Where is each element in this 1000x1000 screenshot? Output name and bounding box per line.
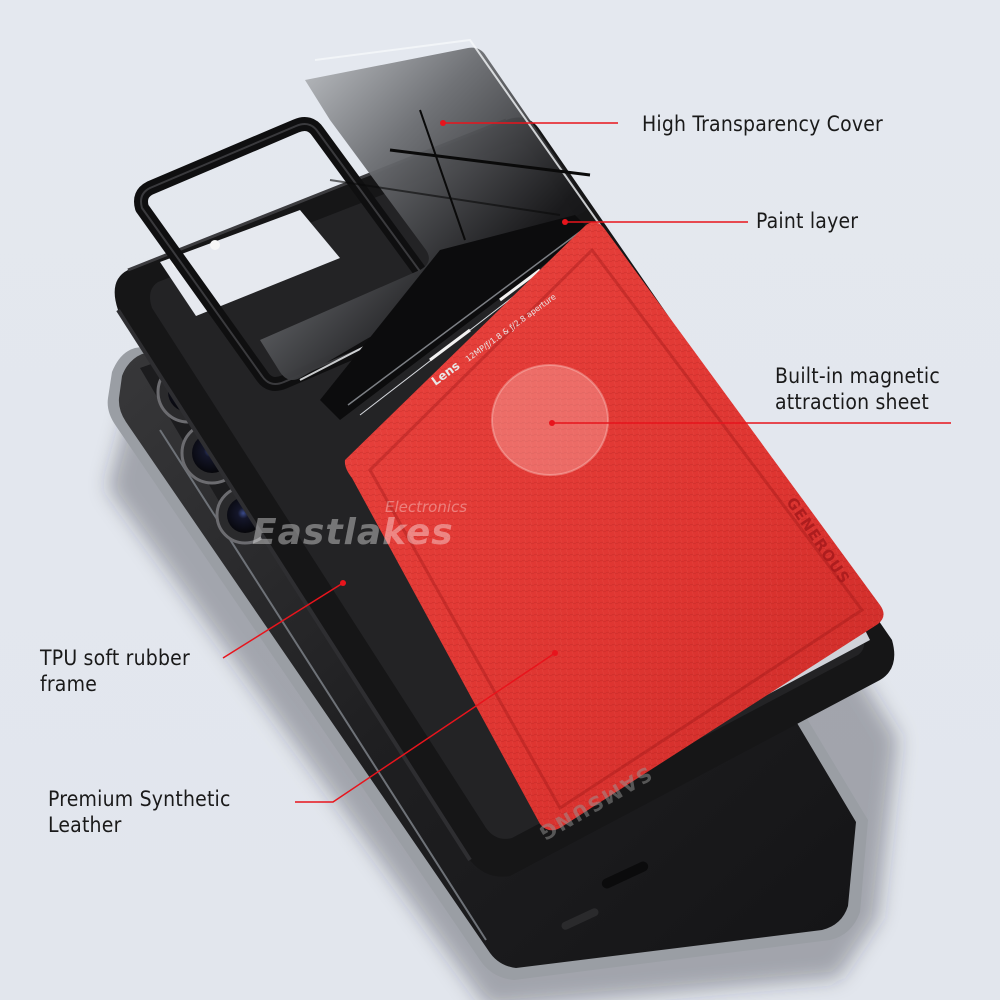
- callout-magnetic-sheet: Built-in magnetic attraction sheet: [775, 364, 940, 414]
- watermark-subtitle: Electronics: [385, 498, 468, 516]
- callout-dots: [340, 120, 568, 656]
- callout-high-transparency-cover: High Transparency Cover: [642, 112, 884, 136]
- callout-tpu-frame: TPU soft rubber frame: [40, 646, 190, 696]
- callout-paint-layer: Paint layer: [756, 209, 859, 233]
- watermark-logo: Eastlakes: [252, 512, 454, 553]
- leather-panel: [344, 222, 884, 831]
- callout-lines: [222, 122, 951, 803]
- callout-synthetic-leather: Premium Synthetic Leather: [48, 787, 231, 837]
